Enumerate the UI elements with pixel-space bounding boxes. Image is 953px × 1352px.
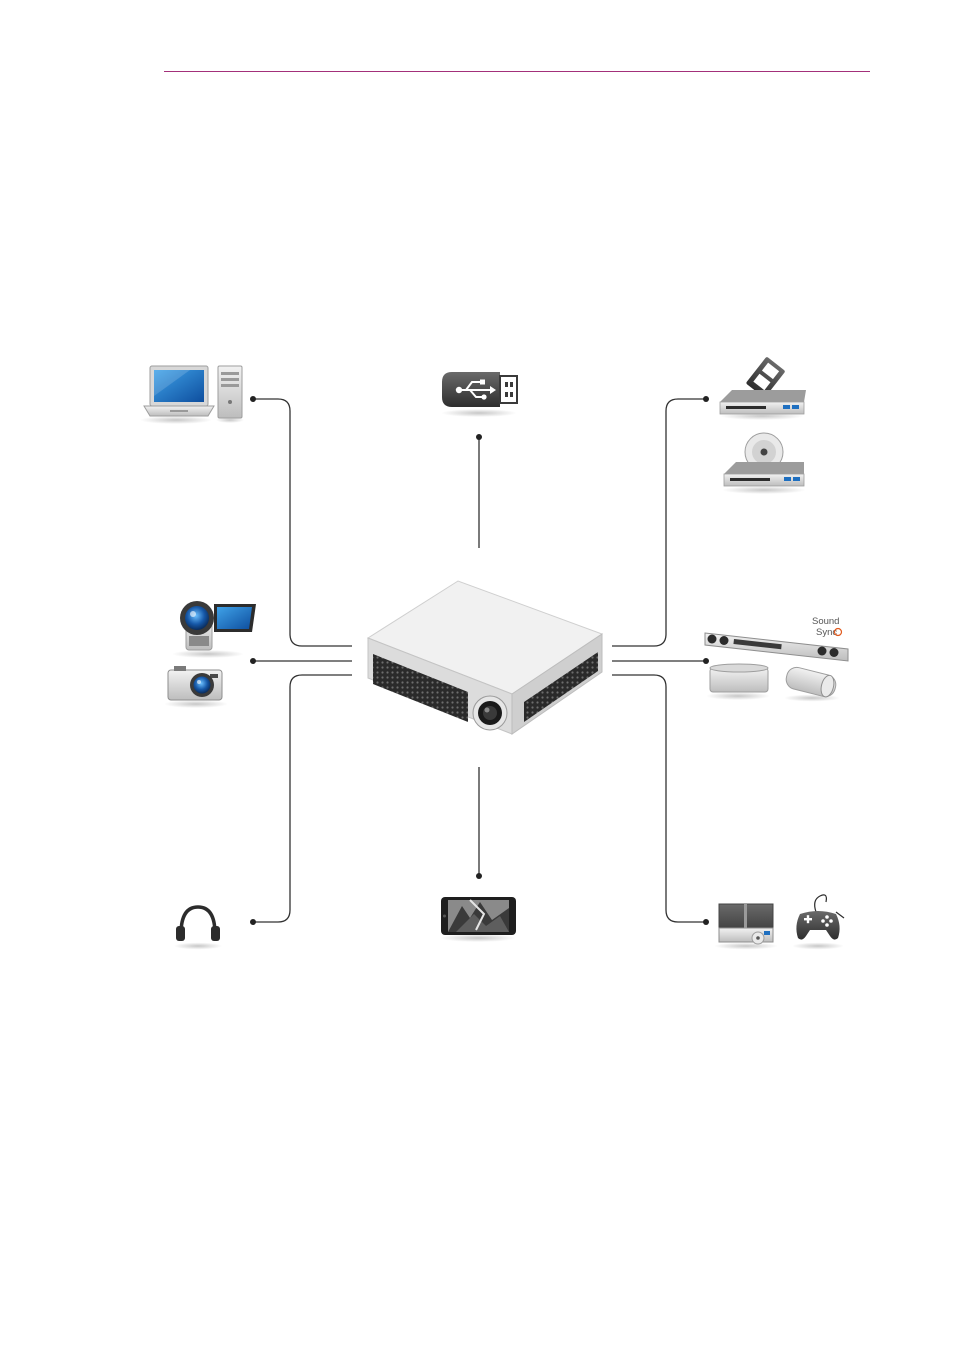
svg-text:Sound: Sound (812, 616, 839, 627)
headphones-icon (174, 907, 222, 950)
dot-usb (476, 434, 482, 440)
set-top-box-icon (714, 904, 778, 950)
dvd-player-icon (722, 433, 806, 494)
dot-disc-players (703, 396, 709, 402)
digital-camera-icon (164, 666, 228, 708)
camcorder-icon (172, 601, 256, 658)
line-disc-players (612, 399, 706, 646)
game-controller-icon (792, 895, 844, 950)
dot-mobile (476, 873, 482, 879)
portable-speaker-icon (784, 665, 840, 701)
dot-computers (250, 396, 256, 402)
sound-sync-logo: Sound Sync (812, 616, 842, 638)
line-av-gaming (612, 675, 706, 922)
line-headphones (253, 675, 352, 922)
dot-av-gaming (703, 919, 709, 925)
desktop-tower-icon (216, 366, 244, 423)
usb-drive-icon (441, 372, 517, 417)
projector-icon (368, 581, 602, 734)
smartphone-icon (440, 897, 516, 942)
dot-audio (703, 658, 709, 664)
line-computers (253, 399, 352, 646)
speaker-dock-icon (706, 664, 770, 700)
cartridge-player-icon (720, 356, 806, 420)
laptop-icon (140, 366, 214, 424)
dot-headphones (250, 919, 256, 925)
dot-cameras (250, 658, 256, 664)
